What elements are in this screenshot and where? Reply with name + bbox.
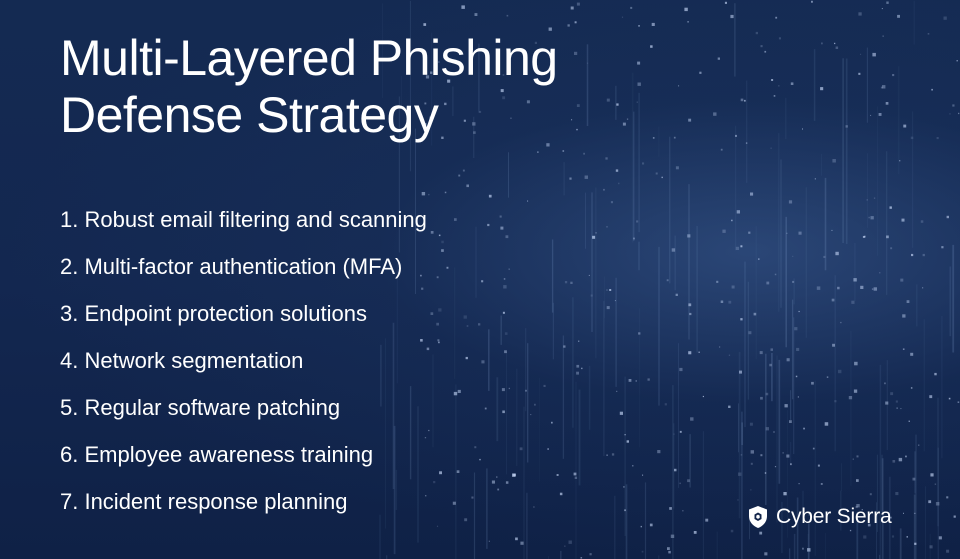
brand-name: Cyber Sierra <box>776 505 892 528</box>
list-item: 4. Network segmentation <box>60 348 304 373</box>
list-item: 6. Employee awareness training <box>60 442 374 467</box>
list-item: 2. Multi-factor authentication (MFA) <box>60 254 403 279</box>
list-item: 3. Endpoint protection solutions <box>60 301 367 326</box>
list-item: 7. Incident response planning <box>60 489 348 514</box>
title-line-1: Multi-Layered Phishing <box>60 30 558 86</box>
list-item: 1. Robust email filtering and scanning <box>60 207 427 232</box>
page-title: Multi-Layered Phishing Defense Strategy <box>60 30 700 144</box>
strategy-list: 1. Robust email filtering and scanning 2… <box>60 204 427 533</box>
list-item: 5. Regular software patching <box>60 395 341 420</box>
title-line-2: Defense Strategy <box>60 87 439 143</box>
brand-logo: Cyber Sierra <box>748 503 892 531</box>
shield-icon <box>749 506 767 528</box>
